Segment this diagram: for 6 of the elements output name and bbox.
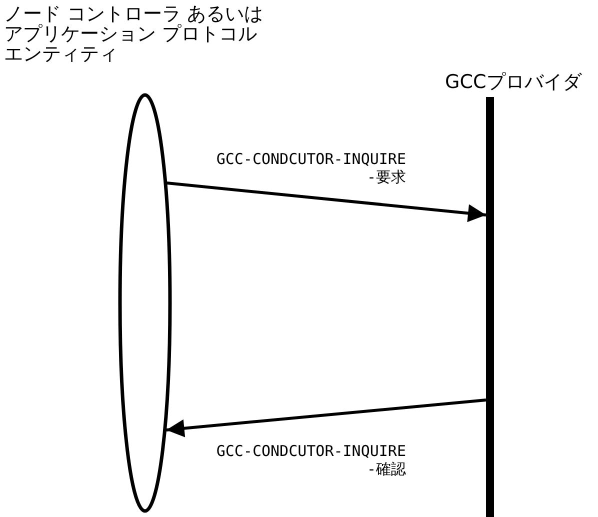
edge-label: GCC-CONDCUTOR-INQUIRE -要求 (215, 150, 406, 186)
arrow (166, 182, 486, 222)
lifeline-heading: GCCプロバイダ (445, 72, 583, 92)
lifeline-heading: ノード コントローラ あるいはアプリケーション プロトコルエンティティ (4, 4, 264, 64)
arrow (166, 398, 486, 438)
edge-label: GCC-CONDCUTOR-INQUIRE -確認 (215, 442, 406, 478)
